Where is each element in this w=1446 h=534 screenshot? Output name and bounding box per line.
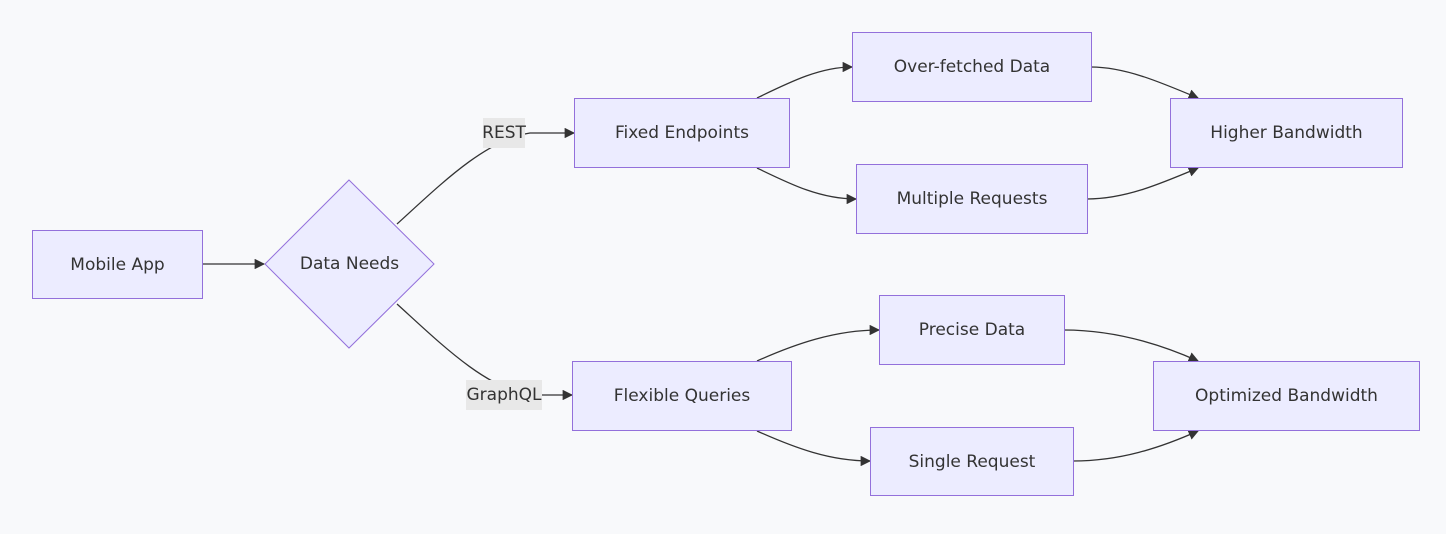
edge-flexible-to-single-request — [756, 430, 872, 467]
edge-fixed-to-over-fetched — [756, 61, 854, 99]
fixed-endpoints-node[interactable]: Fixed Endpoints — [574, 98, 790, 168]
higher-bandwidth-node[interactable]: Higher Bandwidth — [1170, 98, 1403, 168]
optimized-bandwidth-node[interactable]: Optimized Bandwidth — [1153, 361, 1420, 431]
edge-over-fetched-to-higher-bandwidth — [1090, 66, 1199, 100]
flexible-queries-node[interactable]: Flexible Queries — [572, 361, 792, 431]
over-fetched-data-node[interactable]: Over-fetched Data — [852, 32, 1092, 102]
mobile-app-node[interactable]: Mobile App — [32, 230, 203, 299]
edge-label-graphql: GraphQL — [466, 380, 542, 410]
multiple-requests-node[interactable]: Multiple Requests — [856, 164, 1088, 234]
single-request-node[interactable]: Single Request — [870, 427, 1074, 496]
data-needs-diamond[interactable] — [264, 179, 435, 349]
edge-fixed-to-multiple-requests — [756, 167, 858, 205]
edge-multiple-requests-to-higher-bandwidth — [1086, 166, 1199, 200]
edge-precise-data-to-optimized-bandwidth — [1063, 329, 1199, 362]
edge-flexible-to-precise-data — [756, 324, 881, 362]
precise-data-node[interactable]: Precise Data — [879, 295, 1065, 365]
data-needs-label: Data Needs — [299, 254, 400, 274]
edge-label-rest: REST — [482, 118, 526, 148]
edge-single-request-to-optimized-bandwidth — [1072, 430, 1199, 462]
